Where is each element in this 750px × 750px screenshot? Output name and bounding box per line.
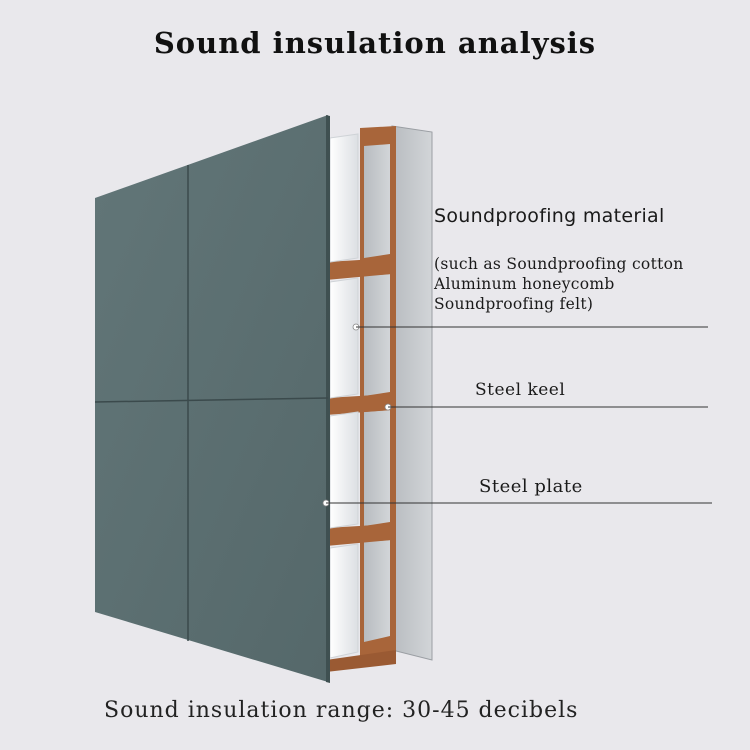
material-example-line: (such as Soundproofing cotton (434, 255, 684, 273)
material-example-line: Soundproofing felt) (434, 295, 594, 313)
steel-keel-frame (326, 126, 396, 672)
label-steel-keel: Steel keel (475, 380, 566, 400)
leader-line-steel-plate (322, 499, 712, 507)
label-steel-plate: Steel plate (479, 476, 583, 497)
leader-line-soundproofing (352, 323, 708, 331)
label-soundproofing-material: Soundproofing material (434, 205, 665, 227)
front-cladding-panel (94, 115, 330, 683)
sound-insulation-range: Sound insulation range: 30-45 decibels (104, 698, 579, 723)
back-steel-plate (391, 125, 433, 661)
soundproofing-material-blocks (329, 133, 359, 659)
leader-line-steel-keel (384, 403, 708, 411)
label-material-examples: (such as Soundproofing cotton Aluminum h… (434, 254, 684, 314)
material-example-line: Aluminum honeycomb (434, 275, 615, 293)
diagram-title: Sound insulation analysis (153, 26, 597, 60)
